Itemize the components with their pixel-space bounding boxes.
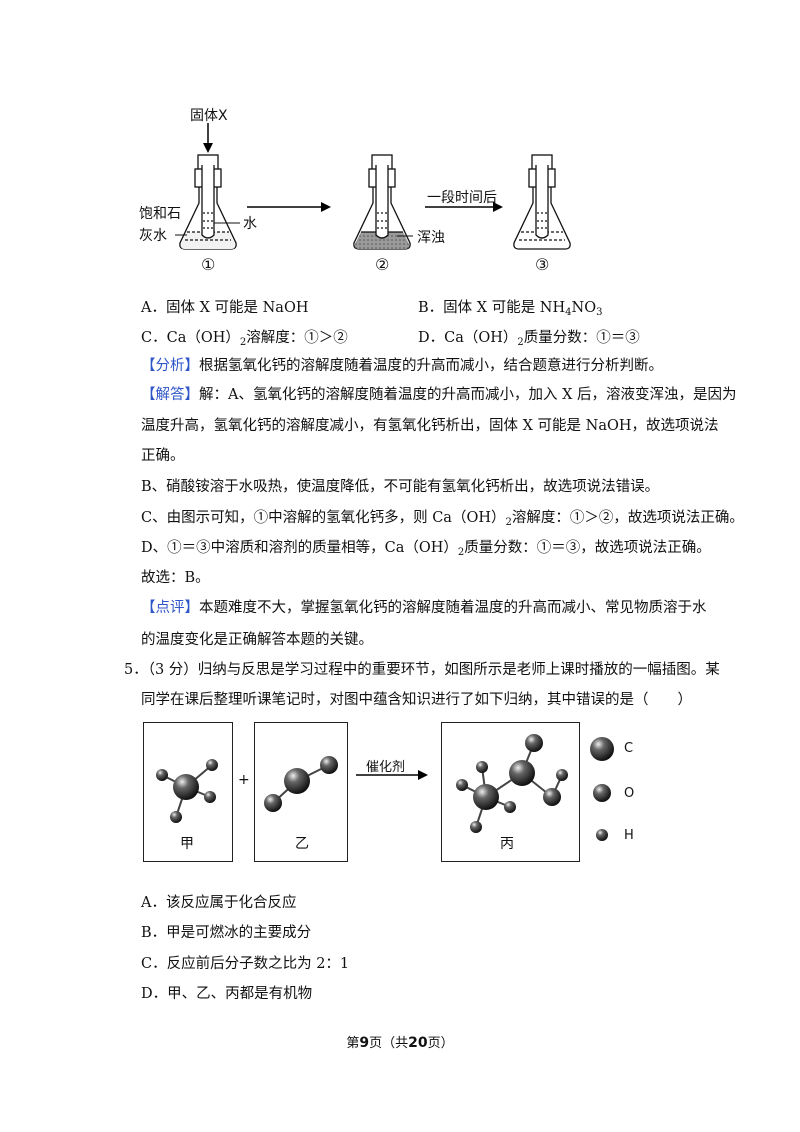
- molecule-yi: [264, 756, 338, 812]
- box-bing: 丙: [441, 722, 580, 862]
- label-bing: 丙: [500, 836, 514, 852]
- footer-mid: 页（共: [369, 1036, 409, 1051]
- molecule-jia: [156, 759, 218, 823]
- q4-option-d-sub: 2: [517, 337, 524, 348]
- q4-option-b: B．固体 X 可能是 NH4NO3: [418, 298, 602, 318]
- flask-diagram-svg: [175, 123, 571, 250]
- box-jia: 甲: [143, 722, 233, 862]
- q5-option-c: C．反应前后分子数之比为 2：1: [141, 956, 350, 972]
- answer-line-6-pre: D、①＝③中溶质和溶剂的质量相等，Ca（OH）: [141, 540, 458, 556]
- comment-line-1: 【点评】本题难度不大，掌握氢氧化钙的溶解度随着温度的升高而减小、常见物质溶于水: [141, 598, 707, 618]
- answer-line-3: 正确。: [141, 448, 185, 464]
- analysis-tag: 【分析】: [141, 358, 199, 374]
- q5-line-1: 5．（3 分）归纳与反思是学习过程中的重要环节，如图所示是老师上课时播放的一幅插…: [124, 662, 720, 678]
- q4-option-b-sub1: 4: [565, 307, 572, 318]
- q4-option-c-sub: 2: [239, 337, 247, 348]
- answer-line-7: 故选：B。: [141, 570, 210, 586]
- footer-total: 20: [408, 1035, 428, 1051]
- q4-option-a: A．固体 X 可能是 NaOH: [141, 300, 309, 316]
- answer-line-5: C、由图示可知，①中溶解的氢氧化钙多，则 Ca（OH）2溶解度：①＞②，故选项说…: [141, 508, 744, 528]
- q4-option-c-post: 溶解度：①＞②: [246, 330, 348, 346]
- answer-line-1: 【解答】解：A、氢氧化钙的溶解度随着温度的升高而减小，加入 X 后，溶液变浑浊，…: [141, 385, 737, 405]
- answer-line-5-pre: C、由图示可知，①中溶解的氢氧化钙多，则 Ca（OH）: [141, 510, 506, 526]
- footer-page: 9: [359, 1035, 370, 1051]
- q4-option-d-post: 质量分数：①＝③: [523, 330, 640, 346]
- flask-1: [175, 154, 240, 250]
- q4-option-c-pre: C．Ca（OH）: [141, 330, 240, 346]
- footer-pre: 第: [346, 1036, 360, 1051]
- q4-option-b-mid: NO: [571, 300, 597, 316]
- answer-text-1: 解：A、氢氧化钙的溶解度随着温度的升高而减小，加入 X 后，溶液变浑浊，是因为: [199, 387, 737, 403]
- flask-2: [353, 154, 413, 250]
- answer-line-6-post: 质量分数：①＝③，故选项说法正确。: [464, 540, 711, 556]
- footer-post: 页）: [427, 1036, 454, 1051]
- comment-tag: 【点评】: [141, 600, 199, 616]
- catalyst-label: 催化剂: [366, 760, 406, 775]
- molecule-bing: [456, 734, 568, 833]
- after-time-label: 一段时间后: [427, 190, 497, 206]
- answer-line-6-sub: 2: [457, 547, 465, 558]
- q5-option-d: D．甲、乙、丙都是有机物: [141, 986, 313, 1002]
- page-footer: 第9页（共20页）: [0, 1032, 800, 1051]
- reaction-arrow: [356, 770, 428, 780]
- q5-option-a: A．该反应属于化合反应: [141, 895, 297, 911]
- answer-line-2: 温度升高，氢氧化钙的溶解度减小，有氢氧化钙析出，固体 X 可能是 NaOH，故选…: [141, 418, 719, 434]
- q4-option-d: D．Ca（OH）2质量分数：①＝③: [418, 328, 640, 348]
- q5-line-2: 同学在课后整理听课笔记时，对图中蕴含知识进行了如下归纳，其中错误的是（ ）: [141, 692, 692, 708]
- answer-line-6: D、①＝③中溶质和溶剂的质量相等，Ca（OH）2质量分数：①＝③，故选项说法正确…: [141, 538, 711, 558]
- legend-atoms: [590, 737, 614, 841]
- answer-tag: 【解答】: [141, 387, 199, 403]
- comment-text-1: 本题难度不大，掌握氢氧化钙的溶解度随着温度的升高而减小、常见物质溶于水: [199, 600, 707, 616]
- water-label: 水: [243, 216, 257, 232]
- solid-x-label: 固体X: [190, 108, 228, 124]
- legend-c: C: [624, 741, 634, 756]
- legend-h: H: [624, 828, 634, 843]
- flask-number-1: ①: [201, 255, 216, 274]
- analysis-line: 【分析】根据氢氧化钙的溶解度随着温度的升高而减小，结合题意进行分析判断。: [141, 356, 663, 376]
- q4-option-c: C．Ca（OH）2溶解度：①＞②: [141, 328, 348, 348]
- answer-line-4: B、硝酸铵溶于水吸热，使温度降低，不可能有氢氧化钙析出，故选项说法错误。: [141, 479, 660, 495]
- flask-diagram: 固体X 饱和石 灰水 水 浑浊 一段时间后 ① ② ③: [135, 95, 575, 280]
- saturated-limewater-label-2: 灰水: [139, 228, 167, 244]
- box-yi: 乙: [254, 722, 348, 862]
- flask-number-3: ③: [535, 255, 550, 274]
- label-yi: 乙: [295, 836, 309, 852]
- q5-option-b: B．甲是可燃冰的主要成分: [141, 925, 312, 941]
- answer-line-5-post: 溶解度：①＞②，故选项说法正确。: [511, 510, 744, 526]
- turbid-label: 浑浊: [417, 230, 445, 246]
- answer-line-5-sub: 2: [505, 517, 512, 528]
- saturated-limewater-label-1: 饱和石: [139, 206, 181, 222]
- q4-option-b-pre: B．固体 X 可能是 NH: [418, 300, 566, 316]
- flask-3: [513, 154, 571, 250]
- flask-number-2: ②: [375, 255, 390, 274]
- q4-option-d-pre: D．Ca（OH）: [418, 330, 518, 346]
- analysis-text: 根据氢氧化钙的溶解度随着温度的升高而减小，结合题意进行分析判断。: [199, 358, 663, 374]
- legend-o: O: [624, 786, 635, 801]
- q4-option-b-sub2: 3: [596, 307, 603, 318]
- label-jia: 甲: [180, 836, 194, 852]
- comment-line-2: 的温度变化是正确解答本题的关键。: [141, 632, 373, 648]
- plus-sign: +: [238, 772, 250, 788]
